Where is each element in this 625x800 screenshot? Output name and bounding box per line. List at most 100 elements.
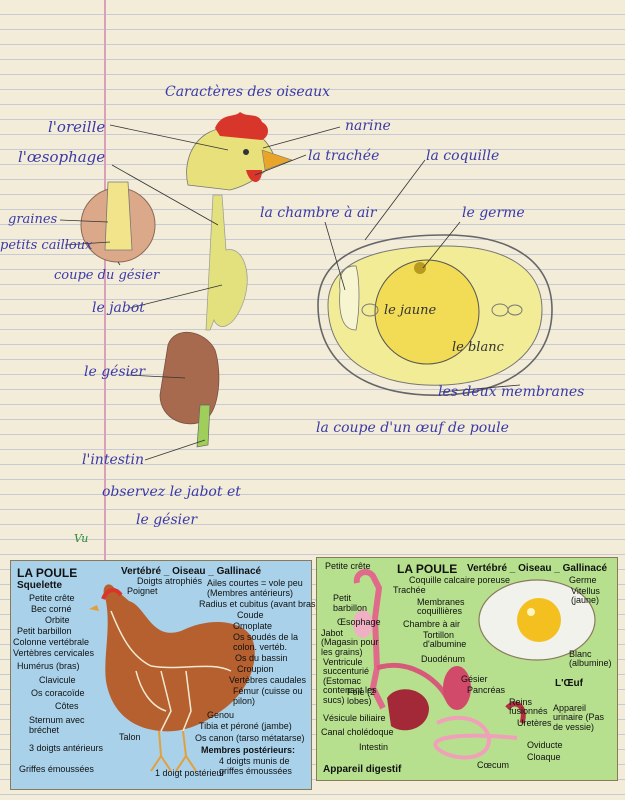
observez-line-2: le gésier: [136, 512, 198, 528]
card-label: Os soudés de la colon. vertéb.: [233, 632, 299, 652]
card-label: Croupion: [237, 664, 274, 674]
card-label: L'Œuf: [555, 678, 583, 689]
observez-line-1: observez le jabot et: [102, 484, 241, 500]
label-cailloux: petits cailloux: [0, 238, 93, 253]
label-intestin: l'intestin: [82, 452, 145, 468]
card-label: 3 doigts antérieurs: [29, 743, 104, 753]
card-label: Œsophage: [337, 617, 381, 627]
label-coupe-gesier: coupe du gésier: [54, 268, 160, 283]
card-label: Petite crête: [29, 593, 75, 603]
card-label: Ventricule succenturié (Estomac contenan…: [323, 657, 377, 705]
card-label: Cœcum: [477, 760, 509, 770]
gizzard-drawing: [159, 331, 220, 425]
card-label: Os coracoïde: [31, 688, 85, 698]
card-label: Duodénum: [421, 654, 466, 664]
card-label: Appareil urinaire (Pas de vessie): [553, 703, 605, 732]
card-label: Trachée: [393, 585, 426, 595]
margin-line: [104, 0, 106, 560]
card-label: Jabot (Magasin pour les grains): [321, 628, 379, 657]
card-label: Orbite: [45, 615, 70, 625]
card-label: Coquille calcaire poreuse: [409, 575, 511, 585]
beak-drawing: [261, 149, 293, 171]
intestine-drawing: [196, 404, 211, 448]
label-oesophage: l'œsophage: [18, 148, 106, 166]
card-label: Blanc (albumine): [569, 649, 612, 669]
card-label: Pancréas: [467, 685, 506, 695]
card-label: Doigts atrophiés: [137, 576, 203, 586]
comb-drawing: [215, 112, 268, 140]
card-label: Chambre à air: [403, 619, 461, 629]
card-label: Cloaque: [527, 752, 561, 762]
card-label: Genou: [207, 710, 235, 720]
card-label: (Membres antérieurs): [207, 588, 294, 598]
card-label: Vésicule biliaire: [323, 713, 386, 723]
digestive-title: LA POULE: [397, 562, 458, 576]
card-label: Petite crête: [325, 561, 371, 571]
card-label: Côtes: [55, 701, 79, 711]
label-germe: le germe: [462, 205, 525, 221]
card-label: Talon: [119, 732, 141, 742]
card-label: Foie (2 lobes): [347, 687, 376, 707]
label-membranes: les deux membranes: [438, 384, 585, 400]
card-label: Colonne vertébrale: [13, 637, 90, 647]
label-gesier: le gésier: [84, 364, 146, 380]
card-label: Uretères: [517, 718, 552, 728]
label-coquille: la coquille: [426, 148, 500, 164]
skeleton-illustration: [89, 584, 255, 772]
card-label: Os du bassin: [235, 653, 288, 663]
card-label: Vitellus (jaune): [571, 586, 600, 606]
label-chambre: la chambre à air: [260, 205, 377, 221]
card-label: Bec corné: [31, 604, 72, 614]
card-label: Oviducte: [527, 740, 563, 750]
card-label: Poignet: [127, 586, 158, 596]
card-label: Omoplate: [233, 621, 273, 631]
label-blanc: le blanc: [452, 340, 504, 355]
card-label: Sternum avec bréchet: [29, 715, 85, 735]
card-label: Radius et cubitus (avant bras): [199, 599, 319, 609]
card-label: Canal cholédoque: [321, 727, 394, 737]
card-label: Intestin: [359, 742, 389, 752]
teacher-mark-vu: Vu: [74, 532, 89, 545]
label-jaune: le jaune: [384, 303, 437, 318]
skeleton-title: LA POULE: [17, 566, 78, 580]
card-label: 4 doigts munis de griffes émoussées: [219, 756, 292, 776]
label-trachee: la trachée: [308, 148, 380, 164]
card-label: Fémur (cuisse ou pilon): [233, 686, 303, 706]
skeleton-header: Vertébré _ Oiseau _ Gallinacé: [121, 566, 262, 577]
card-label: Germe: [569, 575, 597, 585]
card-label: Membranes coquillières: [417, 597, 465, 617]
card-label: Vertèbres caudales: [229, 675, 307, 685]
card-label: Os canon (tarso métatarse): [195, 733, 305, 743]
card-label: Petit barbillon: [333, 593, 368, 613]
label-coupe-oeuf: la coupe d'un œuf de poule: [316, 420, 509, 436]
card-label: Appareil digestif: [323, 764, 402, 775]
label-narine: narine: [345, 118, 391, 134]
card-label: Tortillon d'albumine: [423, 630, 467, 650]
card-label: Tibia et péroné (jambe): [199, 721, 292, 731]
digestive-header: Vertébré _ Oiseau _ Gallinacé: [467, 563, 608, 574]
crop-drawing: [205, 194, 248, 331]
label-graines: graines: [8, 212, 58, 227]
notebook-drawing: [59, 112, 553, 461]
card-label: Humérus (bras): [17, 661, 80, 671]
page-title: Caractères des oiseaux: [165, 84, 330, 100]
card-label: Membres postérieurs:: [201, 745, 296, 755]
skeleton-card: LA POULE Squelette Vertébré _ Oiseau _ G…: [10, 560, 319, 790]
label-oreille: l'oreille: [48, 118, 106, 136]
card-label: Petit barbillon: [17, 626, 72, 636]
card-label: Griffes émoussées: [19, 764, 94, 774]
air-chamber-drawing: [339, 265, 360, 331]
digestive-illustration: [353, 569, 596, 760]
egg-drawing: [317, 234, 553, 396]
card-label: Coude: [237, 610, 264, 620]
card-label: 1 doigt postérieur: [155, 768, 225, 778]
yolk-drawing: [374, 259, 480, 365]
skeleton-subtitle: Squelette: [17, 580, 63, 591]
digestive-card: LA POULE Vertébré _ Oiseau _ Gallinacé P…: [316, 557, 618, 781]
card-label: Reins fusionnés: [509, 697, 548, 717]
card-label: Gésier: [461, 674, 488, 684]
card-label: Clavicule: [39, 675, 76, 685]
card-label: Ailes courtes = vole peu: [207, 578, 303, 588]
card-label: Vertèbres cervicales: [13, 648, 95, 658]
